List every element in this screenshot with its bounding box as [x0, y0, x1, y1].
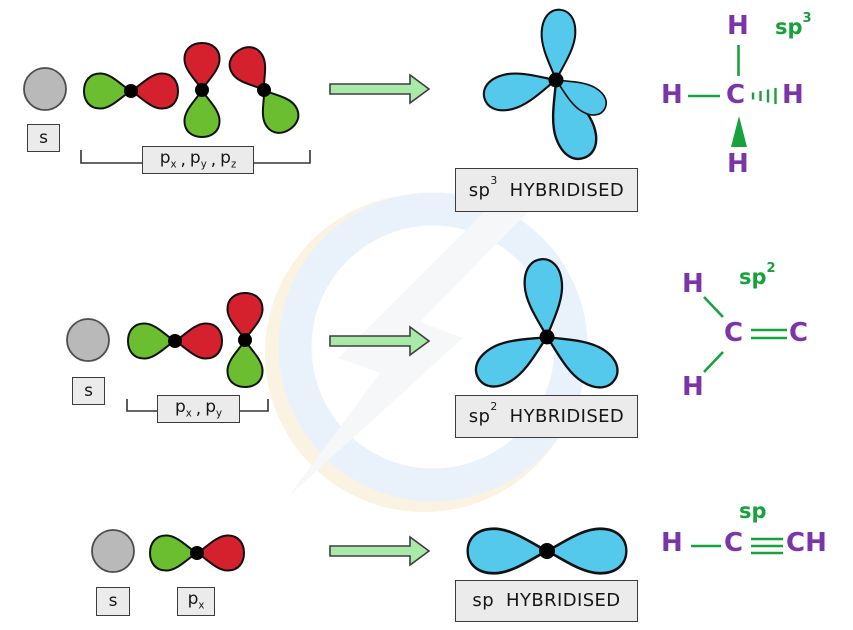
separator: , [210, 149, 217, 170]
carbon-atom: C [724, 528, 744, 558]
px-label: px [174, 396, 192, 420]
sp2-hybrid-orbital-icon [467, 256, 627, 397]
hydrogen-atom: H [682, 269, 704, 299]
hashed-wedge-bond [751, 88, 777, 104]
pz-label: pz [220, 147, 237, 171]
px-orbital-label-box: px [177, 587, 215, 616]
s-orbital-sphere [23, 67, 67, 111]
p-orbitals-label-box: px , py , pz [142, 146, 254, 174]
carbon-hydrogen-group: CH [786, 528, 827, 558]
hydrogen-atom: H [782, 80, 804, 110]
carbon-atom: C [726, 80, 746, 110]
s-orbital-sphere [91, 529, 135, 573]
sp-hybrid-orbital-icon [466, 527, 628, 575]
p-orbitals-label-box: px , py [157, 395, 240, 423]
hydrogen-atom: H [727, 149, 749, 179]
hydrogen-atom: H [682, 372, 704, 402]
pz-orbital-icon [222, 40, 306, 140]
py-label: py [205, 396, 223, 420]
py-orbital-icon [226, 292, 264, 388]
sp2-molecule-label: sp2 [739, 261, 776, 289]
s-orbital-label: s [84, 380, 93, 401]
hydrogen-atom: H [661, 528, 683, 558]
methane-bonds [688, 45, 777, 147]
s-orbital-label-box: s [72, 377, 105, 405]
s-orbital-label-box: s [27, 124, 60, 152]
s-orbital-sphere [66, 318, 110, 362]
sp-row-art [91, 527, 783, 575]
ethene-bonds [703, 296, 787, 373]
s-orbital-label-box: s [96, 587, 130, 616]
hydrogen-atom: H [727, 11, 749, 41]
px-orbital-icon [127, 322, 223, 360]
arrow-icon [329, 74, 430, 104]
py-label: py [189, 147, 207, 171]
s-orbital-label: s [108, 591, 118, 611]
hydrogen-atom: H [661, 80, 683, 110]
arrow-icon [329, 536, 430, 566]
px-label: px [159, 147, 177, 171]
sp3-molecule-label: sp3 [775, 11, 812, 39]
sp-molecule-label: sp [739, 499, 767, 523]
sp2-row-art [66, 256, 787, 412]
px-orbital-icon [149, 534, 245, 572]
ethyne-bonds [691, 537, 783, 555]
separator: , [180, 149, 186, 170]
carbon-atom: C [789, 318, 809, 348]
py-orbital-icon [183, 42, 221, 138]
sp3-row-art [23, 7, 777, 166]
carbon-atom: C [724, 318, 744, 348]
px-orbital-icon [83, 72, 179, 110]
sp3-hybrid-orbital-icon [479, 7, 613, 166]
separator: , [195, 398, 202, 419]
solid-wedge-bond [731, 116, 747, 147]
s-orbital-label: s [39, 127, 48, 148]
px-label: px [187, 589, 205, 612]
